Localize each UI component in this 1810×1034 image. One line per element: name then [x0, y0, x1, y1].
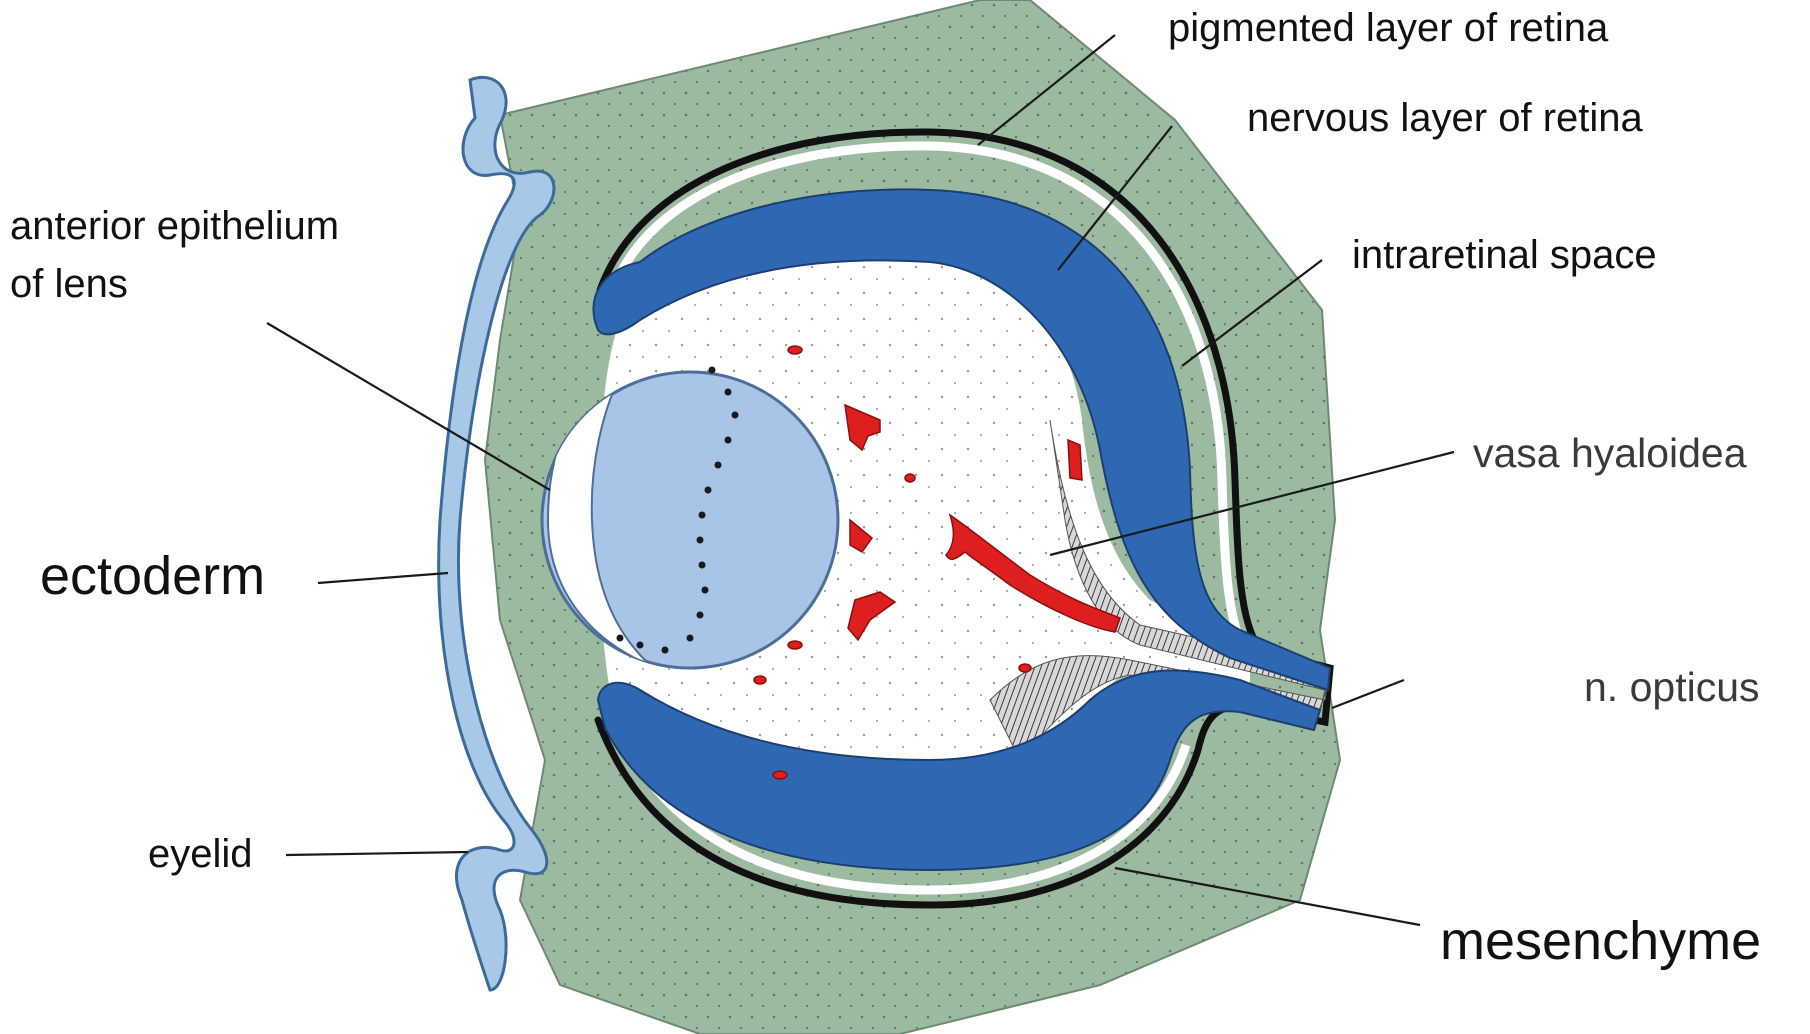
label-nervous-layer: nervous layer of retina	[1247, 96, 1644, 140]
label-n-opticus: n. opticus	[1584, 664, 1760, 710]
label-vasa-hyaloidea: vasa hyaloidea	[1473, 430, 1747, 476]
label-anterior-epithelium-line2: of lens	[10, 262, 128, 306]
label-mesenchyme: mesenchyme	[1440, 911, 1761, 971]
label-ectoderm: ectoderm	[40, 546, 265, 606]
label-eyelid: eyelid	[148, 832, 253, 876]
leader-n-opticus	[1332, 680, 1404, 708]
label-pigmented-layer: pigmented layer of retina	[1168, 6, 1609, 50]
label-anterior-epithelium-line1: anterior epithelium	[10, 204, 339, 248]
label-intraretinal-space: intraretinal space	[1352, 233, 1657, 277]
leader-ectoderm	[318, 573, 448, 583]
leader-eyelid	[286, 852, 468, 855]
